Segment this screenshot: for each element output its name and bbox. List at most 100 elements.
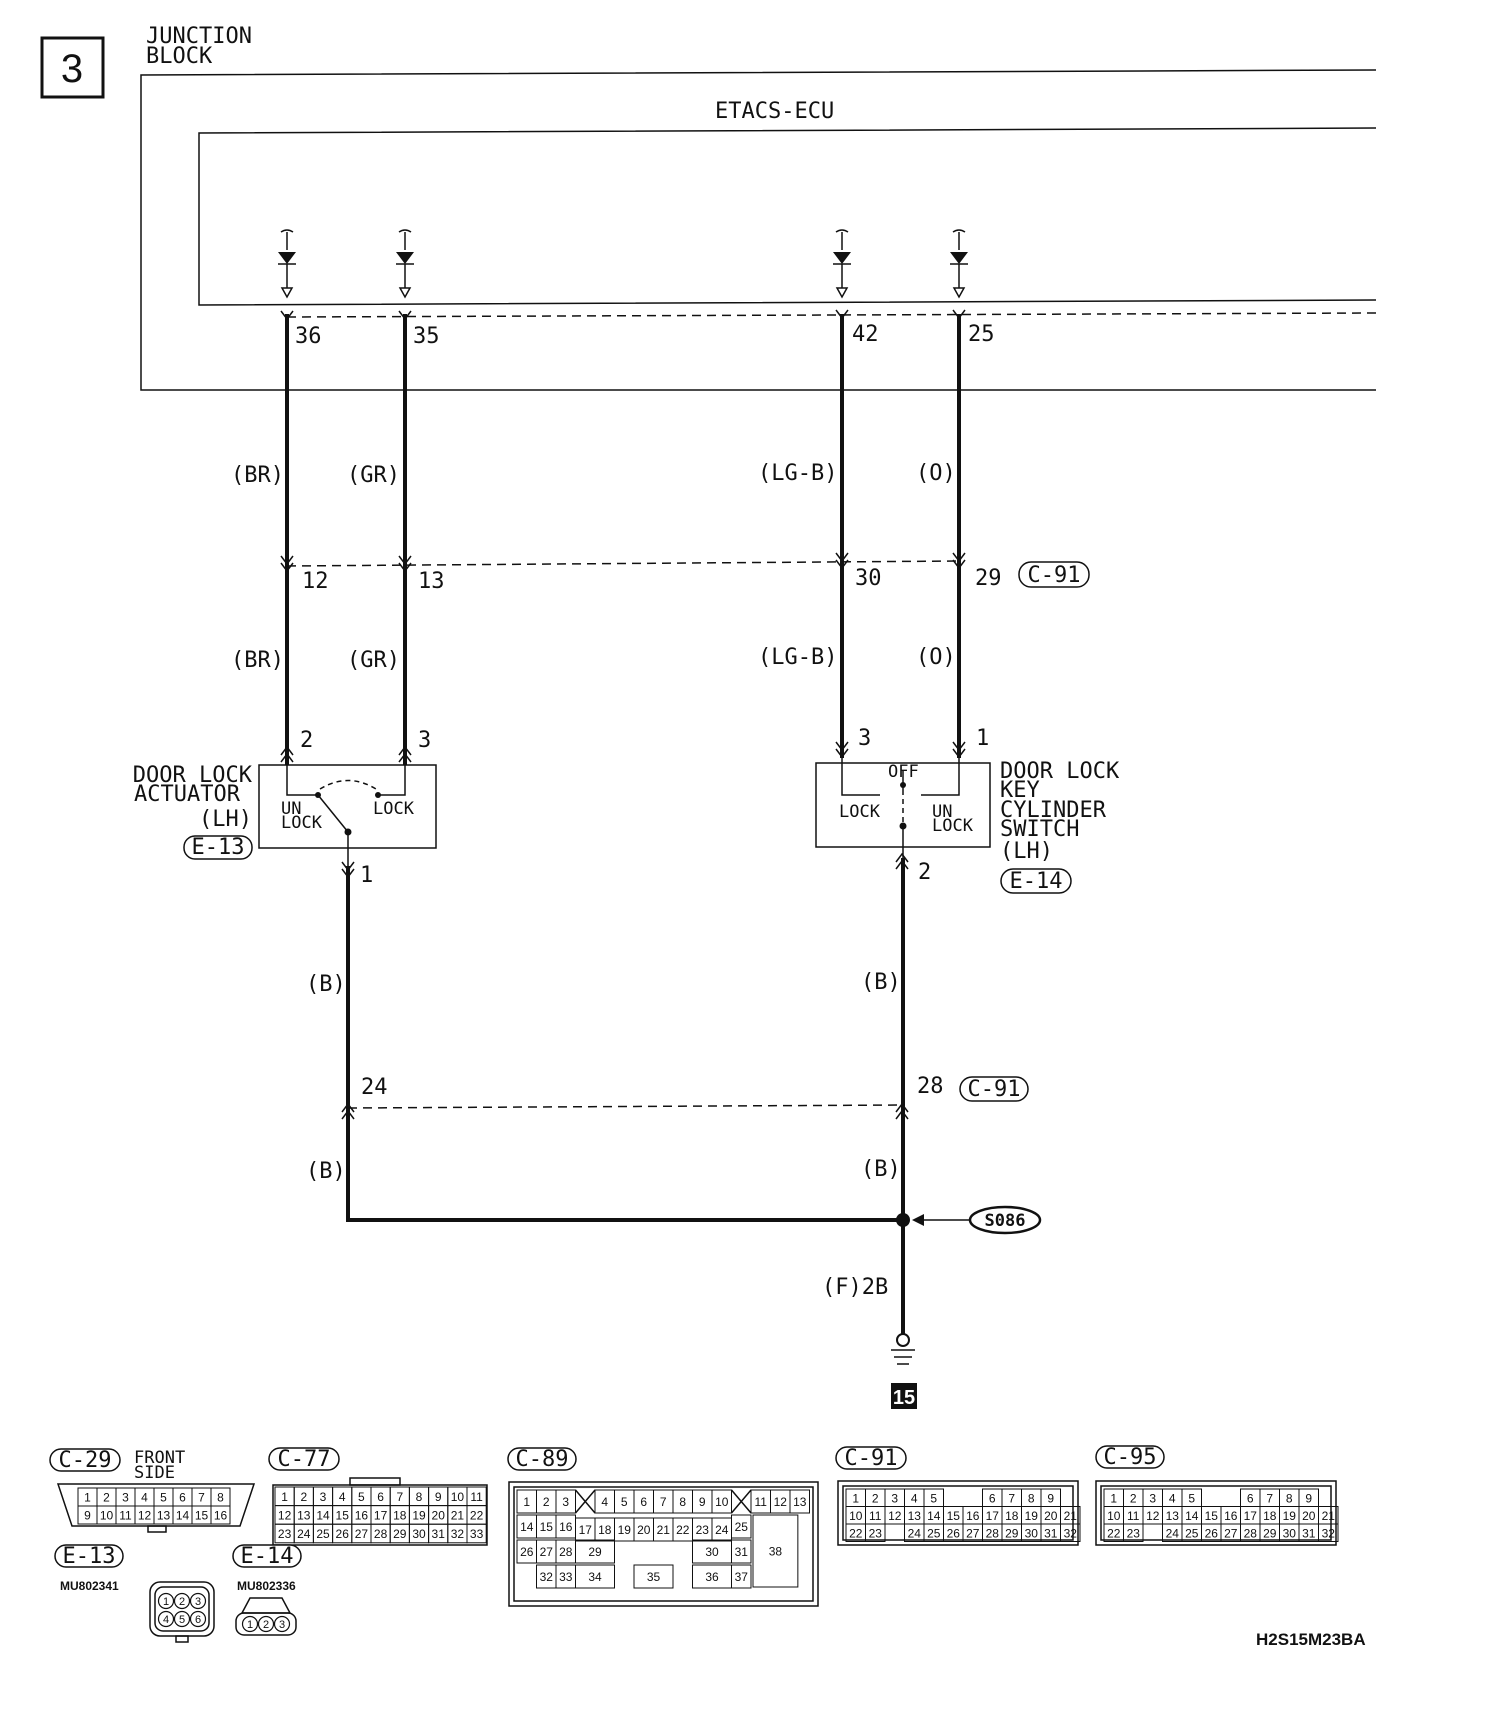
connector-pin-number: 3 [320, 1490, 327, 1504]
connector-pin-number: 24 [1166, 1526, 1180, 1540]
ground-wire-color: (B) [861, 1157, 901, 1182]
connector-pin-number: 28 [374, 1527, 388, 1541]
connector-pin-number: 32 [540, 1570, 554, 1584]
connector-pin-number: 21 [451, 1508, 465, 1522]
connector-pin-number: 3 [562, 1495, 569, 1509]
connector-pin-number: 13 [793, 1495, 807, 1509]
signal-wires [285, 314, 961, 765]
connector-pin-number: 7 [396, 1490, 403, 1504]
connector-pin-number: 9 [1305, 1491, 1312, 1505]
connector-pin-number: 6 [640, 1495, 647, 1509]
connector-pin-cell [555, 1489, 576, 1514]
switch-unlock-label: UN [932, 802, 952, 822]
connector-pin-number: 11 [470, 1490, 483, 1504]
connector-id: C-29 [59, 1448, 112, 1473]
actuator-label: DOOR LOCK [133, 763, 253, 788]
connector-pin-cell [173, 1592, 191, 1610]
connector-pin-number: 5 [1188, 1491, 1195, 1505]
connector-pin-number: 7 [660, 1495, 667, 1509]
mid-connector: 12 13 30 29 C-91 [286, 560, 1090, 594]
connector-pin-cell [1060, 1523, 1081, 1542]
page-number-box: 3 [40, 36, 105, 99]
connector-pin-number: 29 [1005, 1526, 1019, 1540]
connector-pin-number: 25 [1185, 1526, 1199, 1540]
connector-pin-number: 12 [1146, 1509, 1160, 1523]
connector-pin-number: 29 [588, 1545, 602, 1559]
connector-pin-number: 9 [699, 1495, 706, 1509]
ecu-terminal-35: 35 [413, 324, 440, 349]
connector-pin-number: 8 [1286, 1491, 1293, 1505]
ground-symbol-icon [891, 1349, 915, 1365]
connector-pin-number: 20 [432, 1508, 446, 1522]
connector-pin-number: 28 [1244, 1526, 1258, 1540]
connector-pin-number: 1 [84, 1491, 91, 1505]
connector-pin-number: 31 [735, 1545, 749, 1559]
ground-connector-id: C-91 [968, 1077, 1021, 1102]
ecu-diodes [278, 229, 968, 299]
connector-pin-number: 15 [947, 1509, 961, 1523]
connector-id: C-77 [278, 1447, 331, 1472]
connector-pin-number: 10 [451, 1490, 465, 1504]
connector-pin-number: 4 [911, 1491, 918, 1505]
connector-pin-number: 20 [637, 1523, 651, 1537]
connector-pin-number: 32 [451, 1527, 465, 1541]
connector-pin-number: 26 [947, 1526, 961, 1540]
connector-pin-number: 28 [559, 1545, 573, 1559]
connector-pin-number: 3 [122, 1491, 129, 1505]
connector-pin-number: 14 [316, 1508, 330, 1522]
connector-pin-number: 4 [339, 1490, 346, 1504]
connector-pin-number: 4 [1169, 1491, 1176, 1505]
connector-pin-number: 10 [100, 1509, 114, 1523]
wire-colors-upper: (BR) (GR) (LG-B) (O) [231, 461, 956, 488]
connector-pin-number: 33 [470, 1527, 484, 1541]
switch-pin: 2 [918, 860, 931, 885]
connector-pin-number: 2 [872, 1491, 879, 1505]
door-lock-key-cylinder-switch: OFF LOCK UN LOCK 3 1 2 DOOR LOCK KEY CYL… [815, 726, 1120, 894]
connector-pin-number: 34 [588, 1570, 602, 1584]
connector-pin-number: 13 [297, 1508, 311, 1522]
connector-pin-number: 19 [618, 1523, 632, 1537]
connector-pin-cell [241, 1615, 259, 1633]
diagram-code: H2S15M23BA [1256, 1630, 1366, 1649]
connector-pin-number: 7 [1008, 1491, 1015, 1505]
connector-pin-number: 26 [1205, 1526, 1219, 1540]
connector-pin-number: 24 [297, 1527, 311, 1541]
connector-pin-number: 27 [355, 1527, 369, 1541]
connector-pin-cell [731, 1539, 752, 1564]
connector-pin-number: 8 [416, 1490, 423, 1504]
connector-id-badge [835, 1446, 907, 1470]
wire-color-label: (BR) [231, 648, 284, 673]
connector-pin-number: 29 [1263, 1526, 1277, 1540]
connector-pin-number: 11 [869, 1509, 882, 1523]
connector-pin-number: 16 [355, 1508, 369, 1522]
switch-label: KEY [1000, 778, 1040, 803]
wire-color-label: (GR) [347, 463, 400, 488]
connector-pin-number: 38 [769, 1545, 783, 1559]
connector-pin-number: 22 [676, 1523, 690, 1537]
connector-pin-number: 18 [598, 1523, 612, 1537]
ground-wire-color: (B) [861, 970, 901, 995]
connector-pin-number: 6 [179, 1491, 186, 1505]
connector-pin-number: 4 [141, 1491, 148, 1505]
wire-color-label: (LG-B) [758, 461, 837, 486]
connector-pin-number: 18 [393, 1508, 407, 1522]
blank-cell-icon [574, 1489, 596, 1514]
ecu-label: ETACS-ECU [715, 99, 834, 124]
connector-pin-number: 4 [601, 1495, 608, 1509]
connector-pin-number: 5 [930, 1491, 937, 1505]
connector-id-badge [232, 1544, 302, 1568]
ground-circuit: (B) (B) (B) (B) 24 28 C-91 S086 (F)2B 15 [306, 858, 1042, 1409]
connector-pin-number: 31 [1302, 1526, 1316, 1540]
connector-pin-number: 18 [1005, 1509, 1019, 1523]
connector-pin-number: 11 [755, 1495, 768, 1509]
actuator-connector-id: E-13 [192, 835, 245, 860]
connector-pin-number: 36 [705, 1570, 719, 1584]
connector-pin-number: 14 [176, 1509, 190, 1523]
ground-wire-color: (B) [306, 1159, 346, 1184]
connector-pin-number: 14 [927, 1509, 941, 1523]
connector-pin-number: 23 [278, 1527, 292, 1541]
